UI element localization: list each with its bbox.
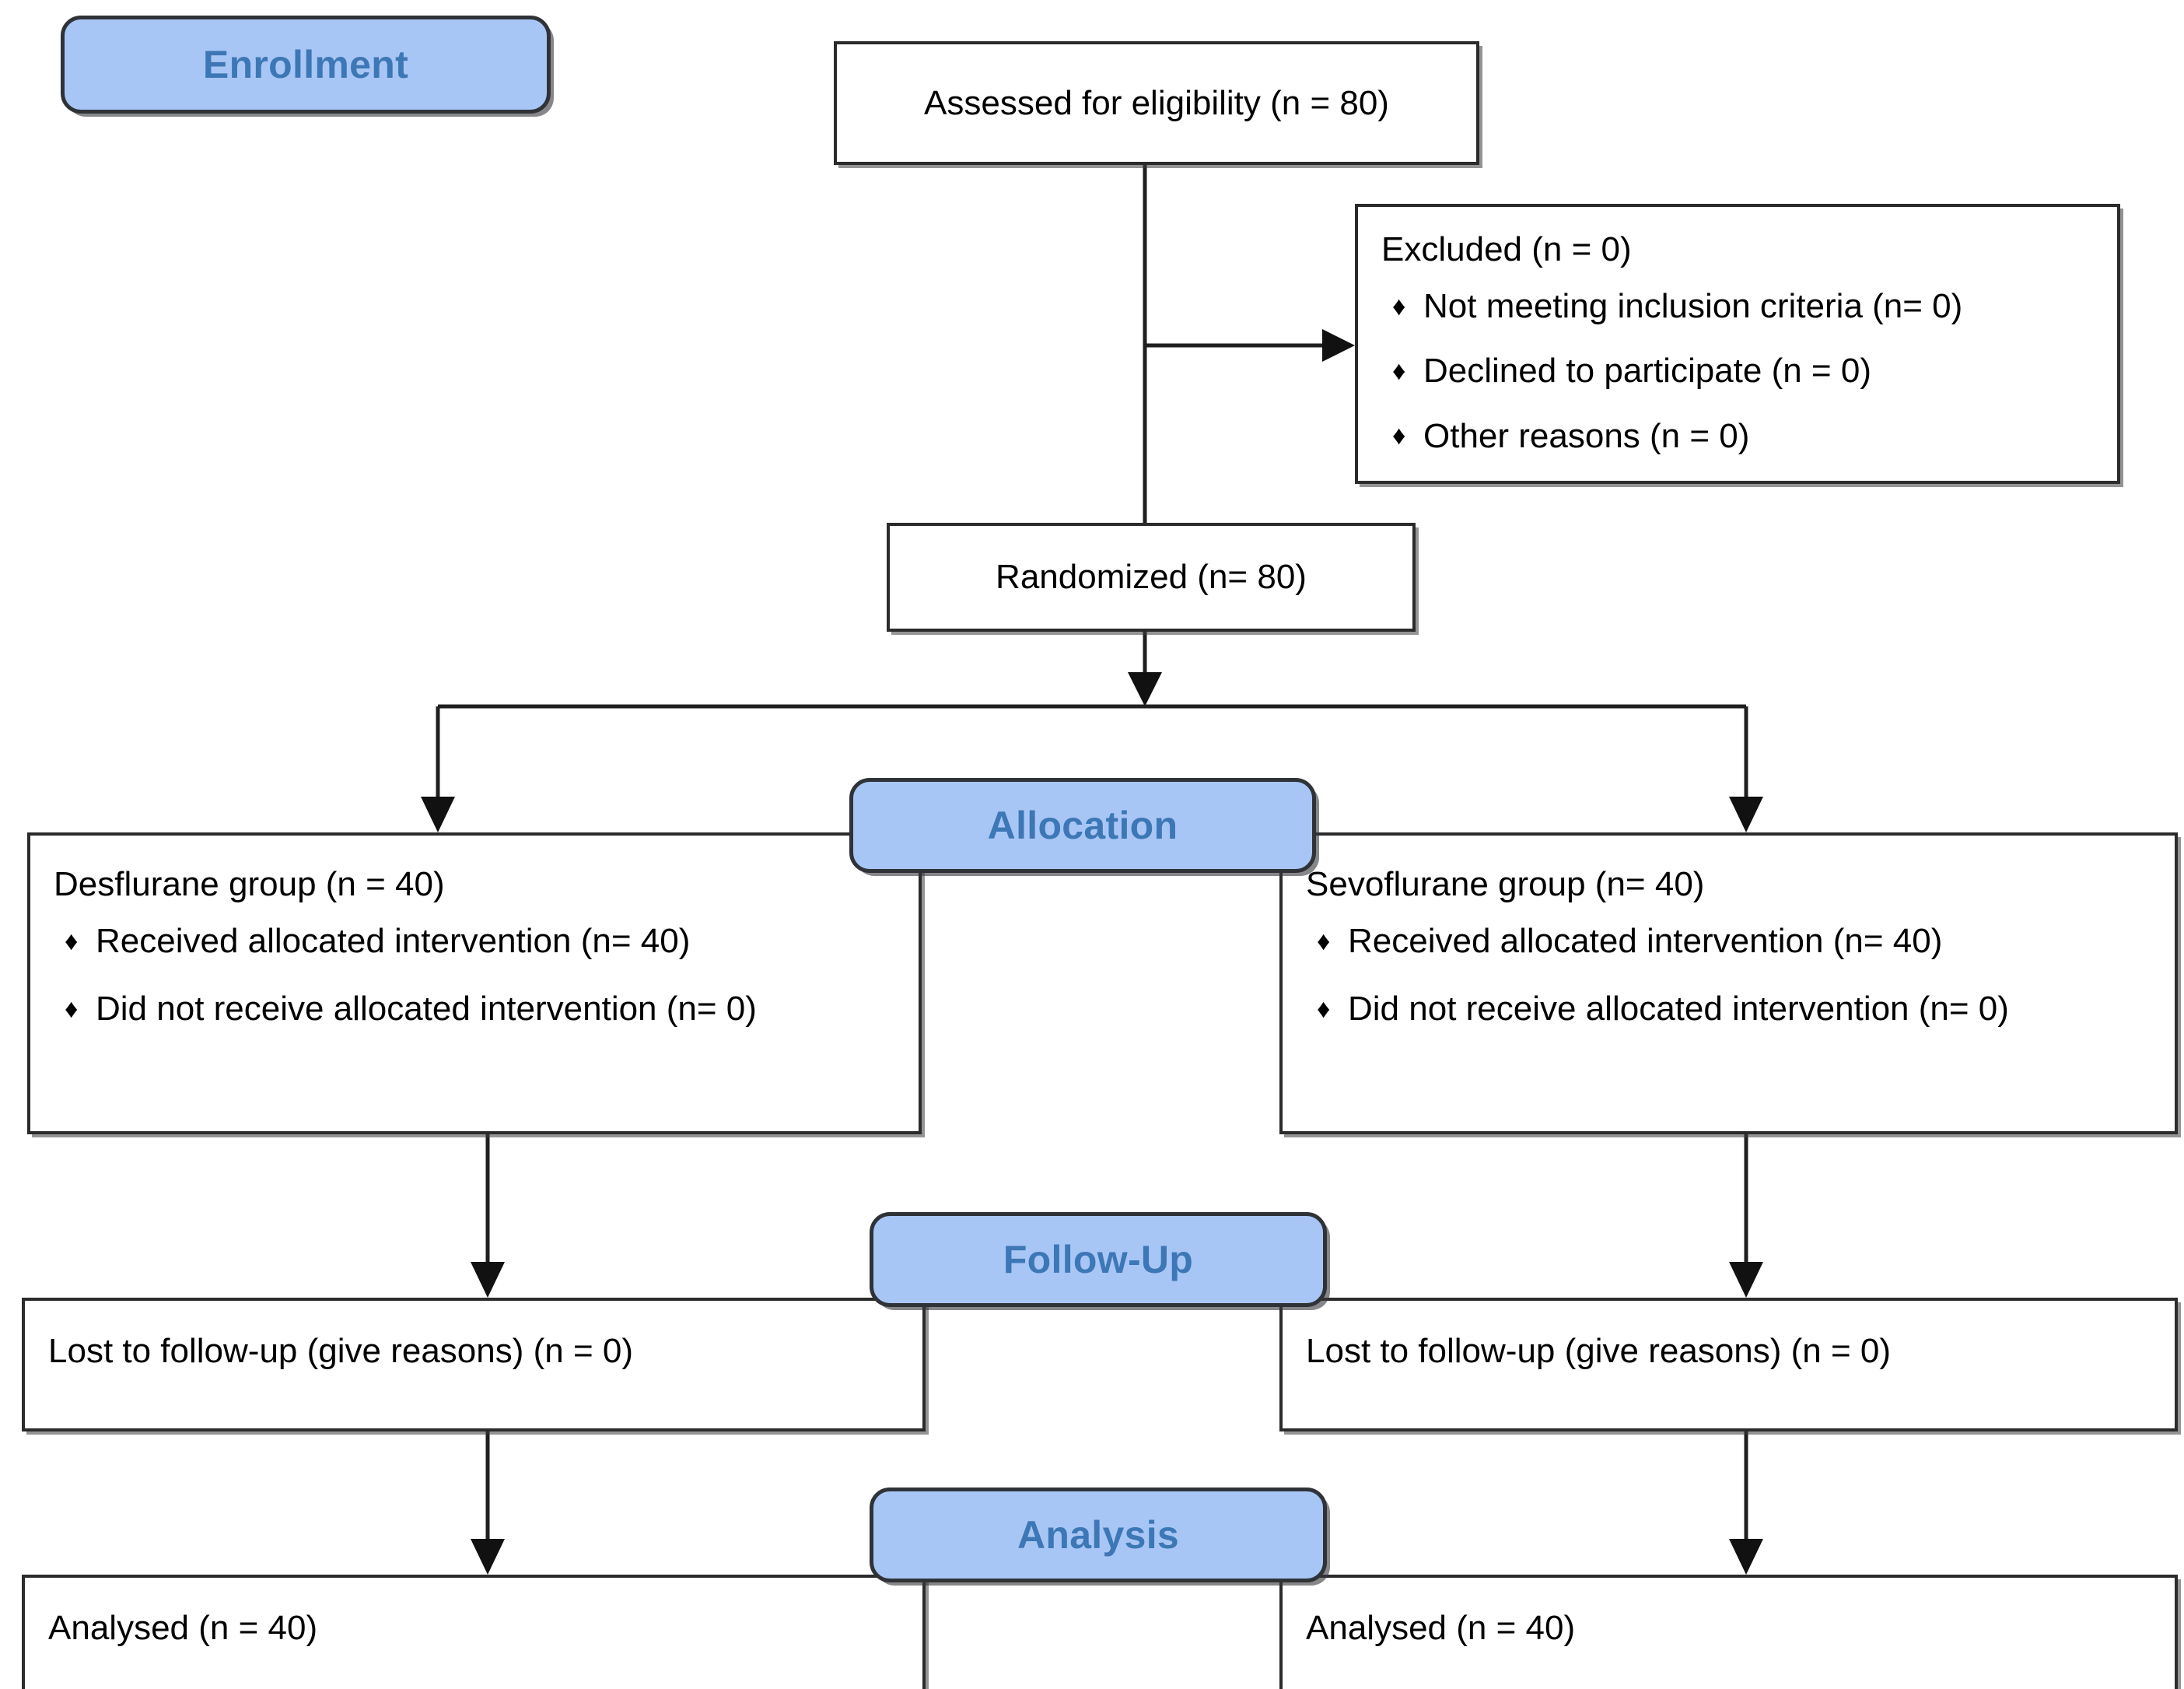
followup-left-label: Lost to follow-up (give reasons) (n = 0) <box>48 1332 634 1370</box>
sevoflurane-detail-list: ♦ Received allocated intervention (n= 40… <box>1306 919 2151 1031</box>
desflurane-detail-1: Did not receive allocated intervention (… <box>96 990 757 1028</box>
sevoflurane-detail-1: Did not receive allocated intervention (… <box>1348 990 2009 1028</box>
node-analysed-desflurane: Analysed (n = 40) <box>22 1575 926 1689</box>
sevoflurane-detail-0: Received allocated intervention (n= 40) <box>1348 922 1943 961</box>
list-item: ♦ Did not receive allocated intervention… <box>1306 986 2151 1031</box>
list-item: ♦ Other reasons (n = 0) <box>1381 414 2094 458</box>
diamond-bullet-icon: ♦ <box>1392 291 1406 321</box>
diamond-bullet-icon: ♦ <box>1392 421 1406 451</box>
diamond-bullet-icon: ♦ <box>65 993 79 1024</box>
connector-sevoflurane-to-followup <box>1729 1134 1763 1298</box>
connector-assessed-to-excluded <box>1145 329 1355 362</box>
desflurane-detail-0: Received allocated intervention (n= 40) <box>96 922 691 961</box>
list-item: ♦ Received allocated intervention (n= 40… <box>54 919 895 963</box>
node-desflurane-group: Desflurane group (n = 40) ♦ Received all… <box>27 832 922 1134</box>
excluded-reason-1: Declined to participate (n = 0) <box>1423 352 1871 391</box>
node-randomized: Randomized (n= 80) <box>887 523 1416 632</box>
diamond-bullet-icon: ♦ <box>1317 993 1331 1024</box>
list-item: ♦ Not meeting inclusion criteria (n= 0) <box>1381 284 2094 328</box>
excluded-reason-2: Other reasons (n = 0) <box>1423 416 1750 455</box>
diamond-bullet-icon: ♦ <box>65 926 79 956</box>
diamond-bullet-icon: ♦ <box>1317 926 1331 956</box>
node-sevoflurane-group: Sevoflurane group (n= 40) ♦ Received all… <box>1279 832 2178 1134</box>
stage-badge-analysis: Analysis <box>870 1488 1327 1582</box>
list-item: ♦ Declined to participate (n = 0) <box>1381 349 2094 393</box>
excluded-reason-0: Not meeting inclusion criteria (n= 0) <box>1423 287 1963 326</box>
node-excluded: Excluded (n = 0) ♦ Not meeting inclusion… <box>1355 204 2120 484</box>
excluded-reason-list: ♦ Not meeting inclusion criteria (n= 0) … <box>1381 284 2094 458</box>
analysed-left-label: Analysed (n = 40) <box>48 1609 318 1647</box>
assessed-label: Assessed for eligibility (n = 80) <box>924 83 1389 122</box>
node-lost-to-followup-sevoflurane: Lost to follow-up (give reasons) (n = 0) <box>1279 1298 2178 1431</box>
connector-followup-to-analysed-left <box>471 1431 505 1575</box>
desflurane-heading: Desflurane group (n = 40) <box>54 865 445 903</box>
node-analysed-sevoflurane: Analysed (n = 40) <box>1279 1575 2178 1689</box>
connector-followup-to-analysed-right <box>1729 1431 1763 1575</box>
connector-desflurane-to-followup <box>471 1134 505 1298</box>
list-item: ♦ Received allocated intervention (n= 40… <box>1306 919 2151 963</box>
randomized-label: Randomized (n= 80) <box>996 558 1307 597</box>
followup-right-label: Lost to follow-up (give reasons) (n = 0) <box>1306 1332 1892 1370</box>
desflurane-detail-list: ♦ Received allocated intervention (n= 40… <box>54 919 895 1031</box>
excluded-heading: Excluded (n = 0) <box>1381 230 1632 268</box>
stage-badge-enrollment: Enrollment <box>61 16 551 114</box>
node-assessed-for-eligibility: Assessed for eligibility (n = 80) <box>834 41 1479 165</box>
node-lost-to-followup-desflurane: Lost to follow-up (give reasons) (n = 0) <box>22 1298 926 1431</box>
analysed-right-label: Analysed (n = 40) <box>1306 1609 1576 1647</box>
diamond-bullet-icon: ♦ <box>1392 356 1406 386</box>
stage-badge-follow-up: Follow-Up <box>870 1212 1327 1307</box>
sevoflurane-heading: Sevoflurane group (n= 40) <box>1306 865 1705 903</box>
list-item: ♦ Did not receive allocated intervention… <box>54 986 895 1031</box>
stage-badge-allocation: Allocation <box>849 778 1316 873</box>
